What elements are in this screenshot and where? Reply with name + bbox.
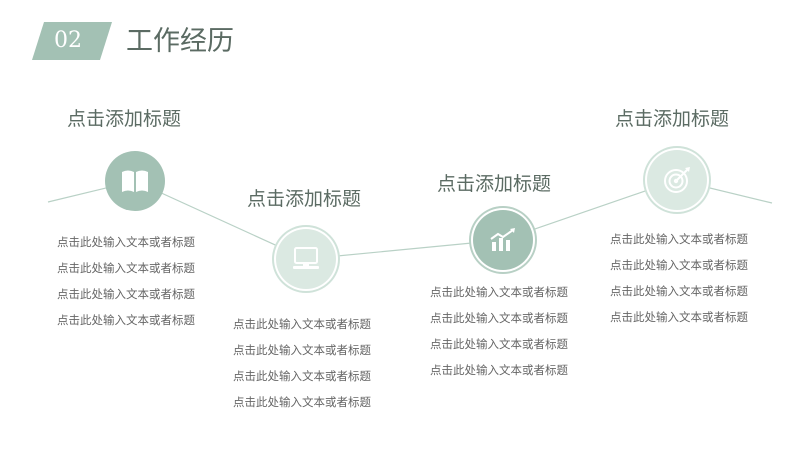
badge-shape xyxy=(32,22,112,60)
computer-icon xyxy=(293,247,319,269)
text-line[interactable]: 点击此处输入文本或者标题 xyxy=(233,317,371,331)
item-2-title[interactable]: 点击添加标题 xyxy=(247,188,362,210)
item-3-text: 点击此处输入文本或者标题 点击此处输入文本或者标题 点击此处输入文本或者标题 点… xyxy=(430,279,568,383)
text-line[interactable]: 点击此处输入文本或者标题 xyxy=(430,363,568,377)
item-2-node xyxy=(276,229,336,289)
item-4-title[interactable]: 点击添加标题 xyxy=(615,108,730,130)
book-icon xyxy=(122,170,148,192)
item-4-node xyxy=(647,150,707,210)
text-line[interactable]: 点击此处输入文本或者标题 xyxy=(57,287,195,301)
text-line[interactable]: 点击此处输入文本或者标题 xyxy=(233,343,371,357)
text-line[interactable]: 点击此处输入文本或者标题 xyxy=(610,284,748,298)
item-1-text: 点击此处输入文本或者标题 点击此处输入文本或者标题 点击此处输入文本或者标题 点… xyxy=(57,229,195,333)
page-title: 工作经历 xyxy=(126,26,234,57)
growth-chart-icon xyxy=(490,228,515,251)
text-line[interactable]: 点击此处输入文本或者标题 xyxy=(430,337,568,351)
section-number: 02 xyxy=(54,28,82,53)
text-line[interactable]: 点击此处输入文本或者标题 xyxy=(57,261,195,275)
text-line[interactable]: 点击此处输入文本或者标题 xyxy=(430,285,568,299)
text-line[interactable]: 点击此处输入文本或者标题 xyxy=(610,310,748,324)
item-2-text: 点击此处输入文本或者标题 点击此处输入文本或者标题 点击此处输入文本或者标题 点… xyxy=(233,311,371,415)
item-3-title[interactable]: 点击添加标题 xyxy=(437,173,552,195)
text-line[interactable]: 点击此处输入文本或者标题 xyxy=(233,369,371,383)
text-line[interactable]: 点击此处输入文本或者标题 xyxy=(610,258,748,272)
target-icon xyxy=(664,167,690,193)
text-line[interactable]: 点击此处输入文本或者标题 xyxy=(233,395,371,409)
item-1-node xyxy=(105,151,165,211)
text-line[interactable]: 点击此处输入文本或者标题 xyxy=(57,235,195,249)
text-line[interactable]: 点击此处输入文本或者标题 xyxy=(57,313,195,327)
item-4-text: 点击此处输入文本或者标题 点击此处输入文本或者标题 点击此处输入文本或者标题 点… xyxy=(610,226,748,330)
item-1-title[interactable]: 点击添加标题 xyxy=(67,108,182,130)
text-line[interactable]: 点击此处输入文本或者标题 xyxy=(430,311,568,325)
item-3-node xyxy=(473,210,533,270)
section-badge: 02 xyxy=(32,22,112,60)
text-line[interactable]: 点击此处输入文本或者标题 xyxy=(610,232,748,246)
